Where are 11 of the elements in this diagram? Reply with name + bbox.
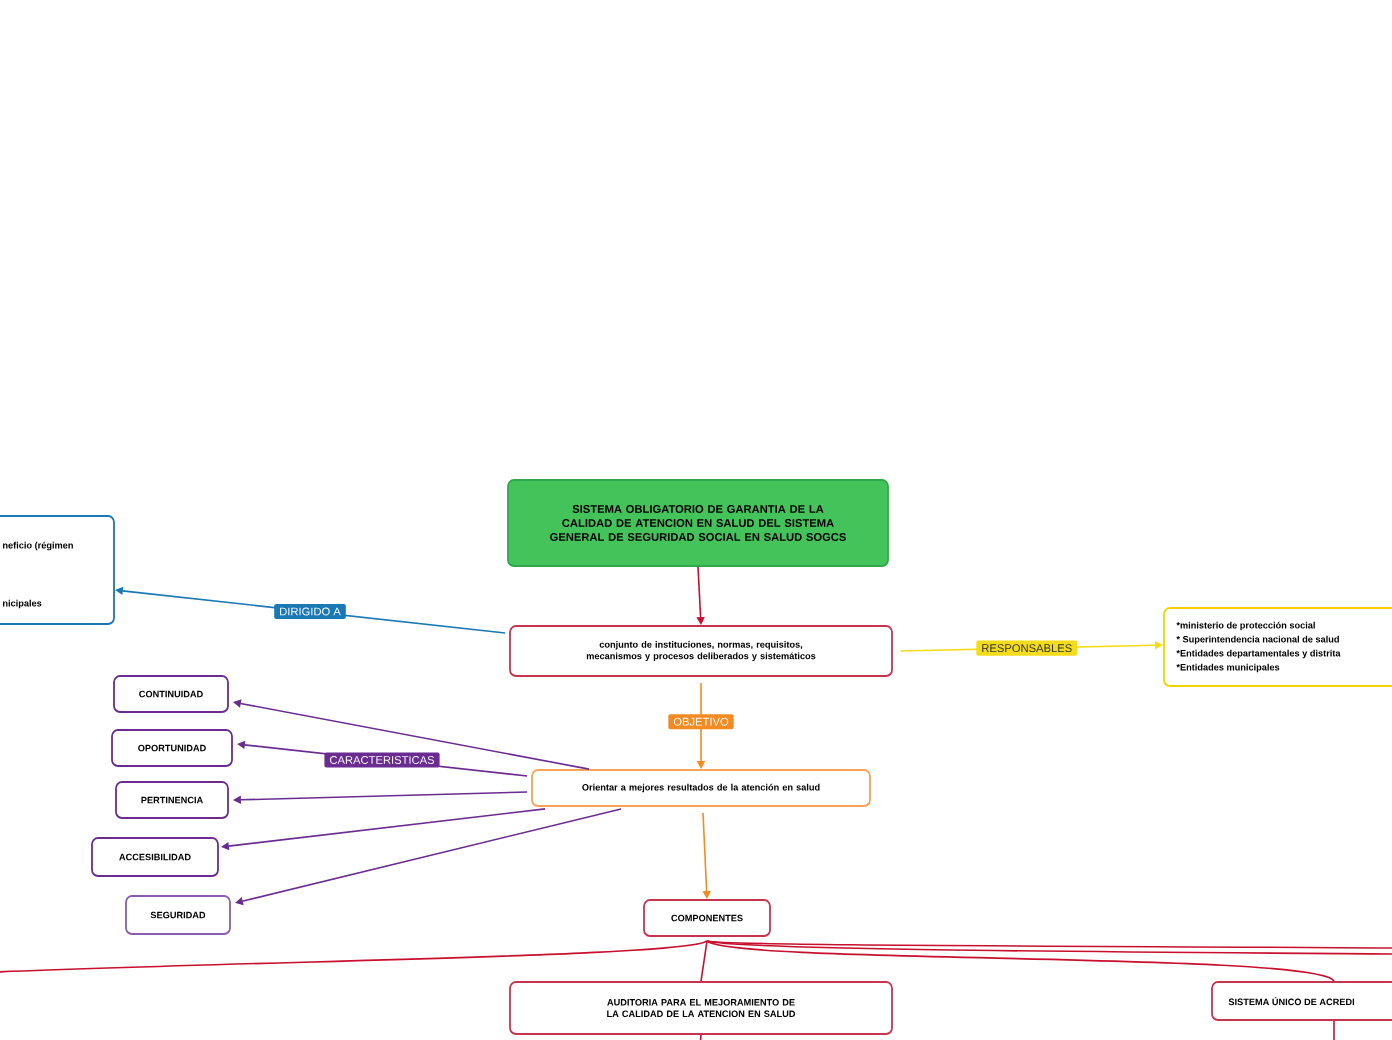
connector-line	[706, 940, 1335, 982]
connector-line	[706, 940, 1392, 955]
arrow	[702, 812, 711, 899]
connector-line	[699, 1034, 702, 1040]
arrow	[233, 791, 528, 805]
connector-line	[1333, 1020, 1335, 1040]
arrow	[233, 699, 590, 770]
arrow	[235, 808, 622, 906]
arrow	[221, 808, 546, 851]
connector-line	[0, 940, 708, 973]
connector-line	[700, 940, 708, 982]
